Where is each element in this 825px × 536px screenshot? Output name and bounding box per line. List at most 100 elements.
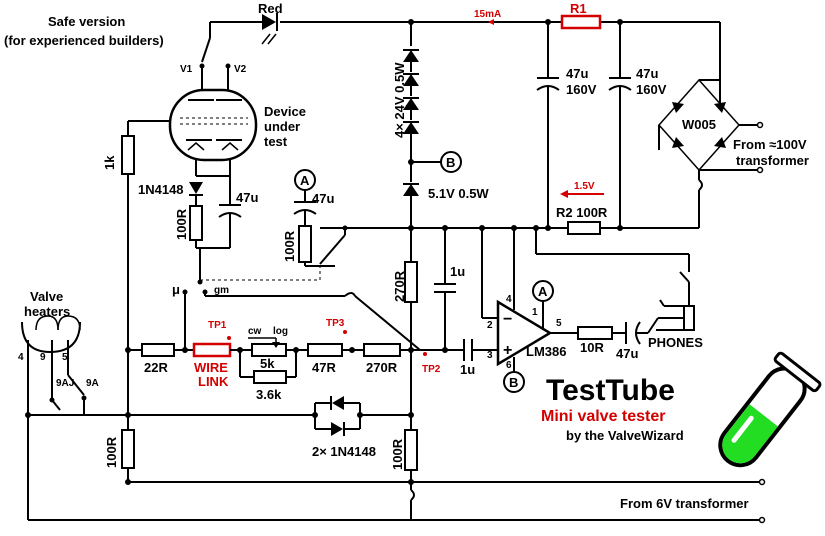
diode-1n4148-label: 1N4148	[138, 182, 184, 197]
phones-label: PHONES	[648, 335, 703, 350]
opamp-pin1: 1	[532, 307, 538, 318]
wire-link-line2: LINK	[198, 374, 229, 389]
transformer-6v-label: From 6V transformer	[620, 496, 749, 511]
opamp-pin6: 6	[506, 360, 512, 371]
opamp-pin4: 4	[506, 294, 512, 305]
title: TestTube	[546, 374, 675, 407]
node-b-top: B	[440, 151, 462, 173]
zener-string-label: 4× 24V 0.5W	[392, 62, 407, 138]
r-100r-cath-label: 100R	[174, 208, 189, 240]
pin-4-label: 4	[18, 352, 24, 363]
reservoir-caps	[536, 19, 632, 228]
voltage-15v-label: 1.5V	[574, 181, 595, 192]
transformer-100v-line1: From ≈100V	[733, 137, 807, 152]
cap-1u-in-label: 1u	[460, 362, 475, 377]
byline: by the ValveWizard	[566, 428, 684, 443]
grid-resistor-1k	[121, 121, 135, 482]
log-label: log	[273, 326, 288, 337]
r-10r-label: 10R	[580, 340, 604, 355]
cap-1u-top-label: 1u	[450, 264, 465, 279]
r-100r-left-label: 100R	[104, 436, 119, 468]
cap-47u-meter-label: 47u	[312, 191, 334, 206]
pin-9aj-label: 9AJ	[56, 378, 74, 389]
opamp-label: LM386	[526, 344, 566, 359]
r2-resistor	[567, 221, 601, 235]
r-270r-horiz-label: 270R	[366, 360, 398, 375]
red-led	[261, 13, 278, 45]
opamp-plus: +	[503, 342, 512, 359]
diode-pair	[128, 396, 414, 436]
gm-label: gm	[214, 285, 229, 296]
current-arrow	[488, 19, 494, 25]
svg-text:A: A	[538, 284, 548, 299]
r-100r-right-label: 100R	[390, 438, 405, 470]
r1-label: R1	[570, 1, 587, 16]
zener-single-label: 5.1V 0.5W	[428, 186, 489, 201]
cap-1u-top	[434, 225, 456, 353]
r-270r-vert	[404, 228, 418, 350]
lm386-opamp	[481, 225, 578, 374]
bridge-rectifier	[657, 78, 764, 228]
subtitle: Mini valve tester	[541, 408, 666, 425]
tp3-label: TP3	[326, 318, 345, 329]
wire-link-line1: WIRE	[194, 360, 228, 375]
safe-version-label: Safe version	[48, 14, 125, 29]
transformer-100v-line2: transformer	[736, 153, 809, 168]
node-a-opamp: A	[532, 280, 554, 302]
r2-label: R2 100R	[556, 205, 608, 220]
zener-string	[403, 19, 441, 262]
valve-heaters-line2: heaters	[24, 304, 70, 319]
r-3-6k-label: 3.6k	[256, 387, 282, 402]
cap-47u-cath-label: 47u	[236, 190, 258, 205]
reference-rail	[320, 225, 699, 231]
r-22r-label: 22R	[144, 360, 168, 375]
opamp-pin3: 3	[487, 350, 493, 361]
r-270r-vert-label: 270R	[392, 270, 407, 302]
test-tube-logo	[718, 351, 822, 468]
pin-9a-label: 9A	[86, 378, 99, 389]
svg-text:B: B	[446, 155, 455, 170]
cap-1u-input	[463, 339, 498, 361]
opamp-minus: −	[503, 311, 512, 328]
cap-47u-out-label: 47u	[616, 346, 638, 361]
valve-envelope	[128, 88, 258, 176]
pin-5-label: 5	[62, 352, 68, 363]
led-label: Red	[258, 1, 283, 16]
opamp-pin5: 5	[556, 318, 562, 329]
cap2-voltage: 160V	[636, 82, 667, 97]
safe-version-note: (for experienced builders)	[4, 33, 164, 48]
r-100r-meter-label: 100R	[282, 230, 297, 262]
cathode-network	[189, 175, 242, 282]
heater-sockets	[21, 315, 131, 520]
pot-5k-label: 5k	[260, 356, 275, 371]
v2-label: V2	[234, 64, 247, 75]
meter-return	[533, 225, 690, 272]
svg-text:B: B	[509, 375, 518, 390]
opamp-pin2: 2	[487, 320, 493, 331]
cap2-value: 47u	[636, 66, 658, 81]
valve-heaters-line1: Valve	[30, 289, 63, 304]
cap1-voltage: 160V	[566, 82, 597, 97]
v1-label: V1	[180, 64, 193, 75]
bridge-label: W005	[682, 117, 716, 132]
mu-gm-switch	[182, 264, 421, 351]
bottom-resistors	[28, 350, 766, 524]
diodes-pair-label: 2× 1N4148	[312, 444, 376, 459]
tp1-label: TP1	[208, 320, 227, 331]
cw-label: cw	[248, 326, 262, 337]
mu-label: μ	[172, 282, 180, 297]
dut-line1: Device	[264, 104, 306, 119]
current-15ma-label: 15mA	[474, 9, 501, 20]
node-b-opamp: B	[503, 371, 525, 393]
dut-line2: under	[264, 119, 300, 134]
r-47r-label: 47R	[312, 360, 336, 375]
r-1k-label: 1k	[102, 155, 117, 170]
dut-line3: test	[264, 134, 288, 149]
meter-tap: A	[293, 169, 348, 267]
cap1-value: 47u	[566, 66, 588, 81]
output-stage	[577, 271, 695, 345]
r1-resistor	[560, 14, 602, 30]
tp2-label: TP2	[422, 364, 441, 375]
pin-9-label: 9	[40, 352, 46, 363]
